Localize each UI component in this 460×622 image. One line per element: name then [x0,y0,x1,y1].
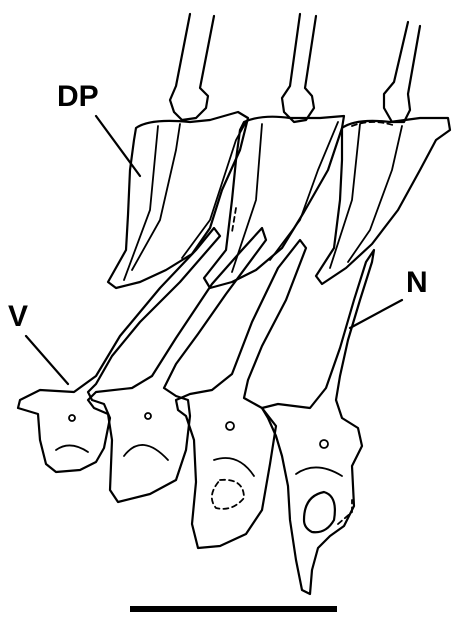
dorsal-plate-2 [204,116,344,288]
upper-rod-2 [282,14,316,122]
label-v: V [8,302,28,332]
upper-rod-3 [384,22,420,122]
dorsal-plate-1 [108,112,248,288]
label-n: N [406,268,428,298]
upper-rod-1 [170,14,214,120]
leader-v [26,336,68,384]
scale-bar [130,606,337,612]
label-dp: DP [57,82,99,112]
vertebra-4 [262,250,374,594]
vertebra-3 [176,240,306,548]
